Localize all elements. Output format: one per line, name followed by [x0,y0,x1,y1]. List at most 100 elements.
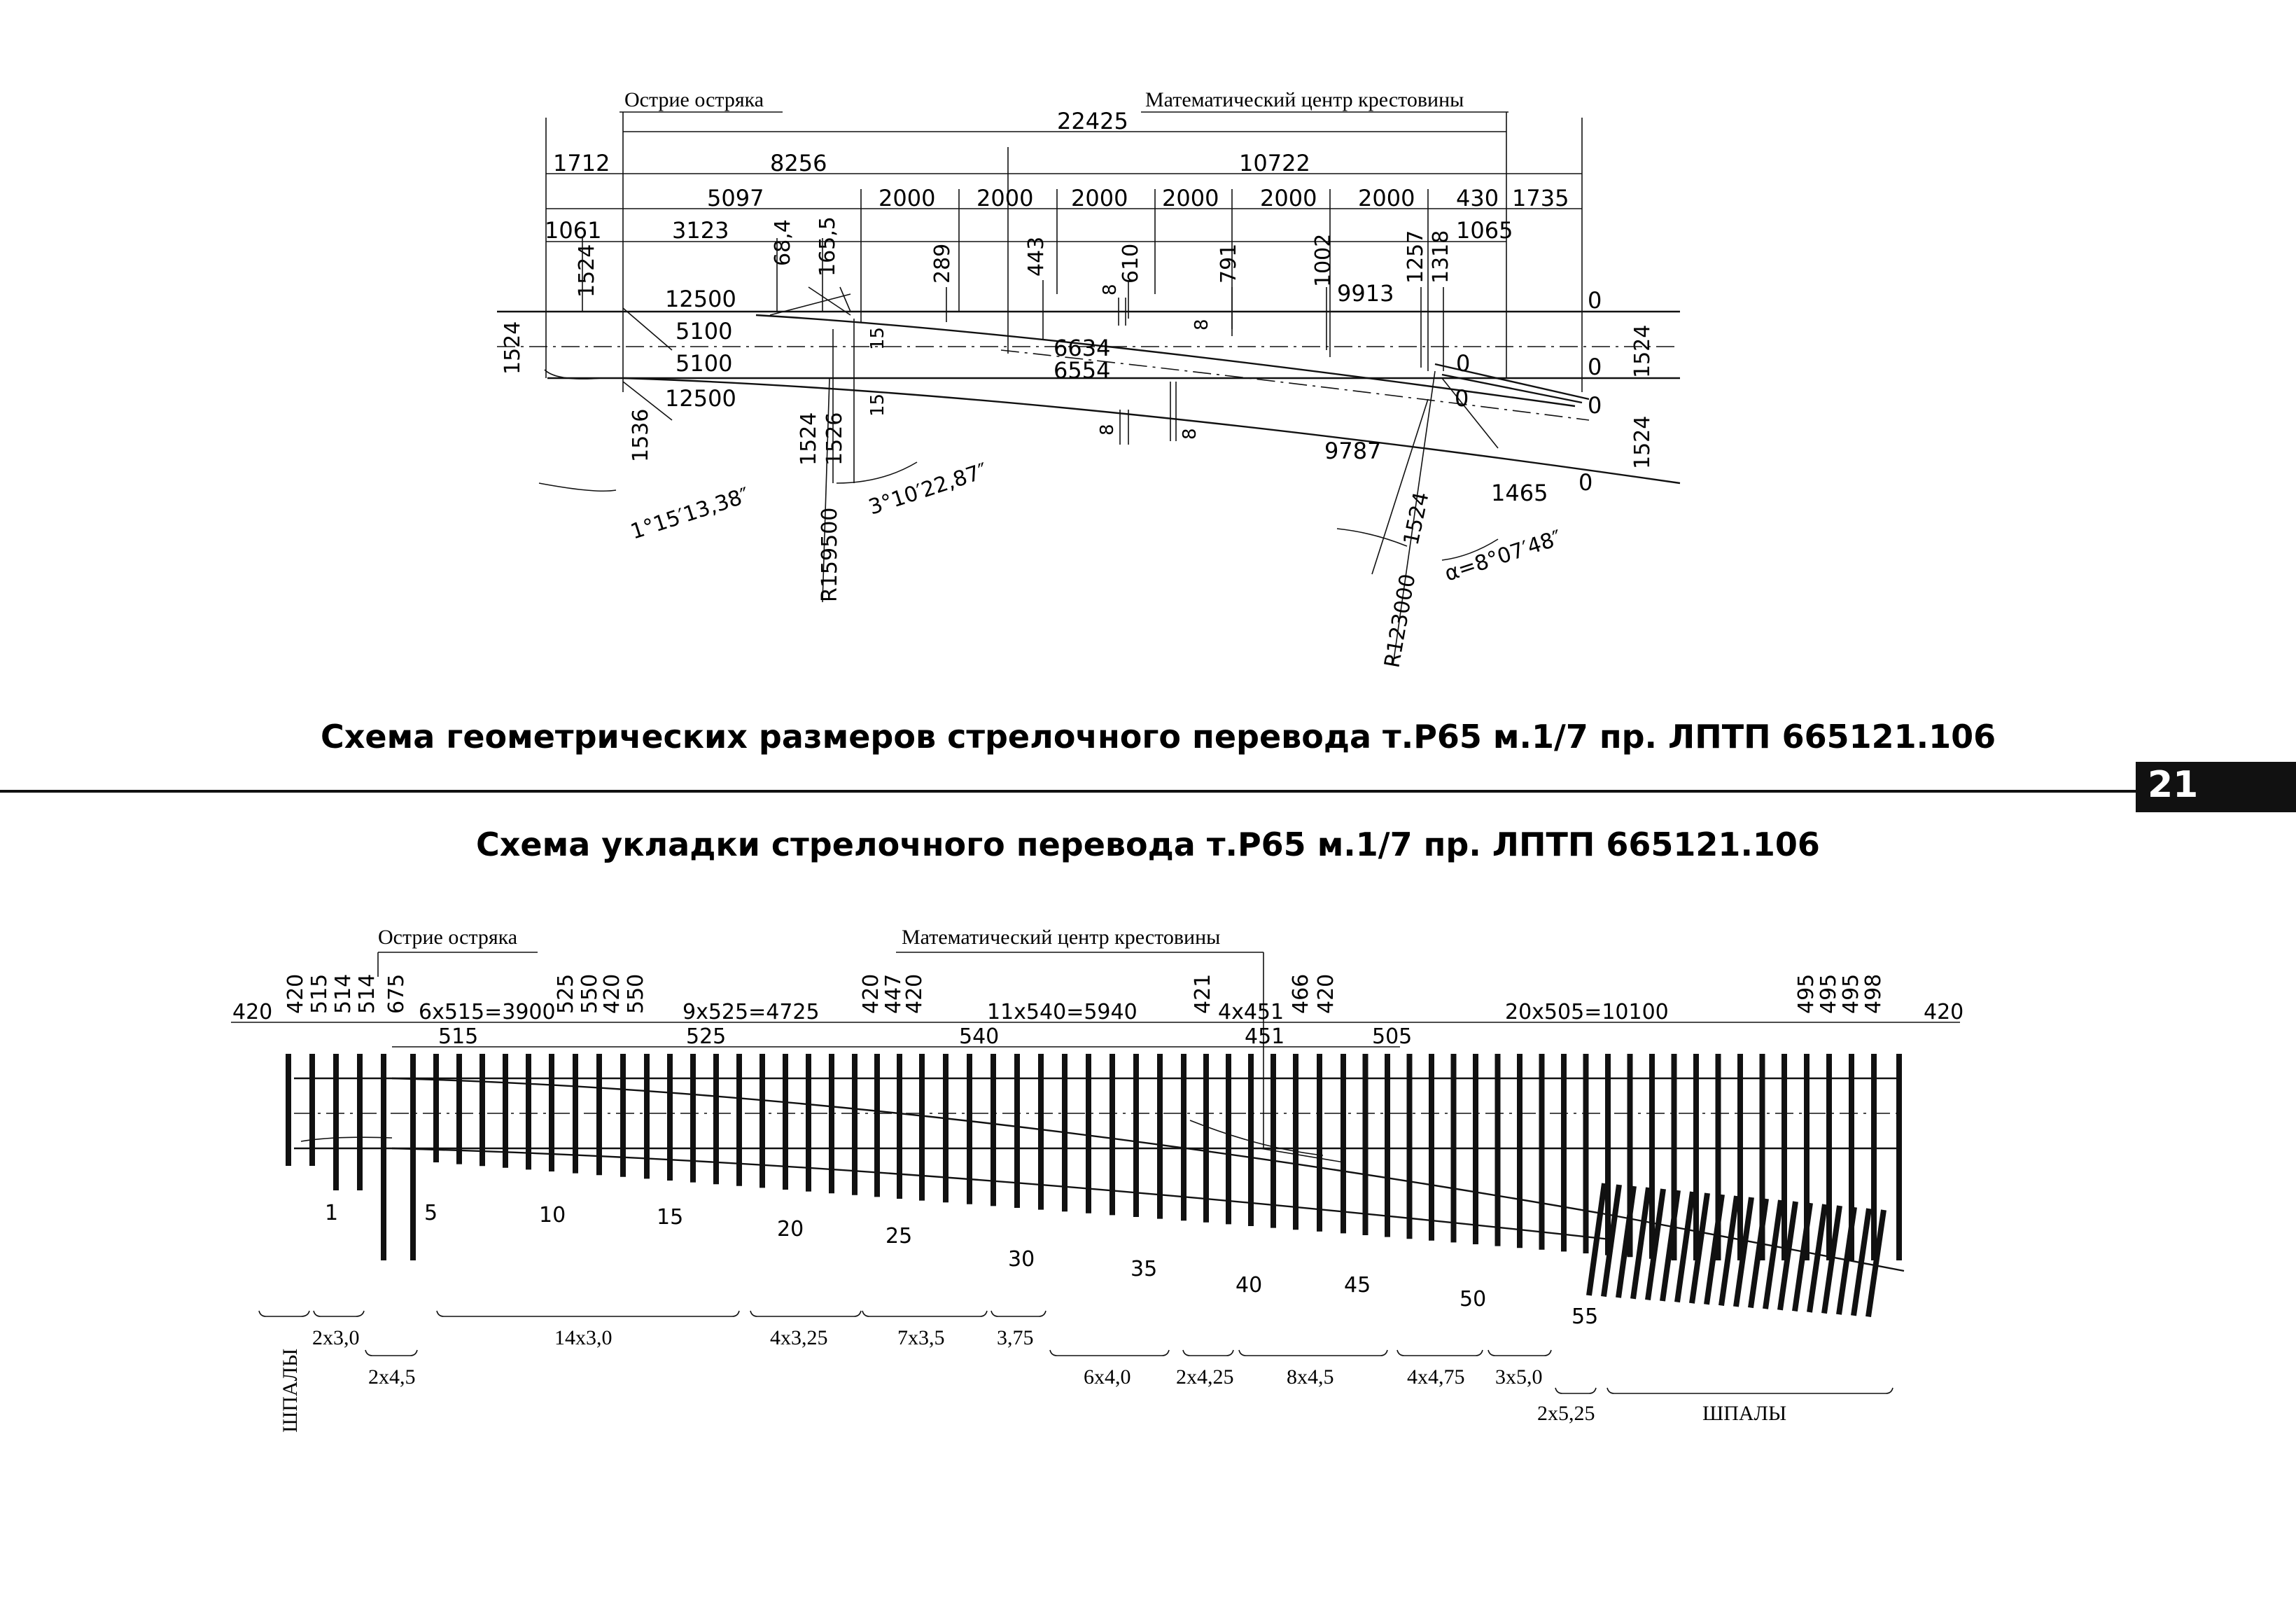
dim-3123: 3123 [672,217,729,244]
dim-2000-c: 2000 [1071,185,1128,211]
point-label-2: Острие остряка [378,926,517,949]
svg-text:466: 466 [1289,974,1313,1014]
dim-2000-d: 2000 [1162,185,1219,211]
svg-text:9x525=4725: 9x525=4725 [682,1000,820,1024]
center-label-2: Математический центр крестовины [902,926,1220,949]
branch-tie [1616,1185,1637,1298]
center-label: Математический центр крестовины [1145,88,1464,111]
svg-text:1: 1 [325,1201,338,1225]
geometry-diagram: Острие остряка Математический центр крес… [497,88,1681,669]
len-5100-a: 5100 [676,318,732,345]
svg-text:550: 550 [624,974,648,1014]
svg-text:7x3,5: 7x3,5 [897,1326,945,1349]
svg-text:420: 420 [284,974,308,1014]
branch-tie [1807,1204,1828,1313]
ties [286,1054,1902,1317]
svg-text:420: 420 [902,974,927,1014]
svg-text:420: 420 [600,974,624,1014]
ord-610: 610 [1119,244,1143,284]
dim-430: 430 [1456,185,1499,211]
svg-text:514: 514 [331,974,356,1014]
len-1465: 1465 [1491,480,1548,506]
ord-1526: 1526 [822,412,847,466]
svg-text:550: 550 [578,974,602,1014]
svg-text:421: 421 [1191,974,1215,1014]
svg-text:25: 25 [886,1224,912,1248]
svg-text:0: 0 [1588,354,1602,380]
svg-text:6x515=3900: 6x515=3900 [419,1000,556,1024]
svg-text:10: 10 [539,1203,566,1227]
svg-text:514: 514 [355,974,379,1014]
svg-text:540: 540 [959,1024,999,1049]
branch-tie [1733,1197,1754,1307]
len-6634: 6634 [1054,335,1110,361]
dim-8256: 8256 [770,150,827,176]
dim-1061: 1061 [545,217,601,244]
radius-1: R159500 [818,508,842,602]
gauge-left: 1524 [500,321,525,375]
len-5100-b: 5100 [676,350,732,377]
layout-diagram: Острие остряка Математический центр крес… [231,926,1963,1433]
svg-text:4x451: 4x451 [1218,1000,1284,1024]
dim-5097: 5097 [707,185,764,211]
svg-text:14x3,0: 14x3,0 [554,1326,612,1349]
dim-2000-f: 2000 [1358,185,1415,211]
spacing-labels: 420 420 515 514 514 675 6x515=3900 525 5… [232,974,1963,1049]
ord-1002: 1002 [1311,234,1336,287]
svg-text:8: 8 [1097,424,1118,436]
svg-text:8: 8 [1180,428,1200,440]
svg-text:40: 40 [1236,1273,1262,1298]
ord-791: 791 [1217,244,1241,284]
svg-text:0: 0 [1456,350,1470,377]
svg-text:495: 495 [1794,974,1819,1014]
zero-marks: 0 0 0 0 0 0 [1455,287,1602,496]
dim-1065: 1065 [1456,217,1513,244]
svg-text:420: 420 [1924,1000,1963,1024]
ord-1318: 1318 [1429,230,1453,284]
svg-text:0: 0 [1578,469,1592,496]
radius-2: R123000 [1380,572,1420,669]
svg-text:55: 55 [1572,1305,1598,1329]
dim-1735: 1735 [1512,185,1569,211]
tie-numbers: 1 5 10 15 20 25 30 35 40 45 50 55 [325,1201,1598,1329]
branch-tie [1704,1194,1725,1305]
ord-165-5: 165,5 [816,216,840,277]
svg-text:3x5,0: 3x5,0 [1495,1365,1543,1389]
svg-text:498: 498 [1861,974,1886,1014]
svg-text:3,75: 3,75 [997,1326,1034,1349]
ord-1536: 1536 [629,409,653,462]
length-labels: 12500 5100 5100 12500 6634 6554 9913 978… [665,280,1548,506]
angle-1: 1°15′13,38″ [628,483,752,545]
branch-tie [1645,1188,1666,1300]
svg-text:ШПАЛЫ: ШПАЛЫ [1702,1402,1786,1425]
len-9787: 9787 [1324,438,1381,464]
branch-tie [1630,1187,1651,1300]
svg-text:675: 675 [384,974,409,1014]
dimension-lines [546,131,1582,242]
layout-rails [294,1077,1905,1272]
ord-1257: 1257 [1404,230,1428,284]
svg-text:30: 30 [1008,1247,1035,1272]
group-braces [258,1310,1893,1394]
branch-tie [1748,1198,1769,1309]
sleepers-left-label: ШПАЛЫ [279,1349,302,1433]
svg-text:15: 15 [867,394,888,417]
branch-tie [1718,1195,1740,1306]
gauge-right: 1524 [1630,325,1655,378]
svg-text:0: 0 [1588,287,1602,314]
svg-text:15: 15 [657,1205,683,1230]
branch-tie [1792,1202,1813,1312]
svg-text:505: 505 [1372,1024,1412,1049]
dim-2000-e: 2000 [1260,185,1317,211]
dim-2000-b: 2000 [976,185,1033,211]
dim-10722: 10722 [1239,150,1310,176]
svg-text:20: 20 [777,1217,804,1241]
len-6554: 6554 [1054,357,1110,384]
svg-text:2x5,25: 2x5,25 [1537,1402,1595,1425]
point-label: Острие остряка [624,88,764,111]
dim-overall: 22425 [1057,108,1128,134]
svg-text:495: 495 [1839,974,1863,1014]
ord-68-4: 68,4 [771,219,795,266]
ord-1524: 1524 [575,244,599,298]
